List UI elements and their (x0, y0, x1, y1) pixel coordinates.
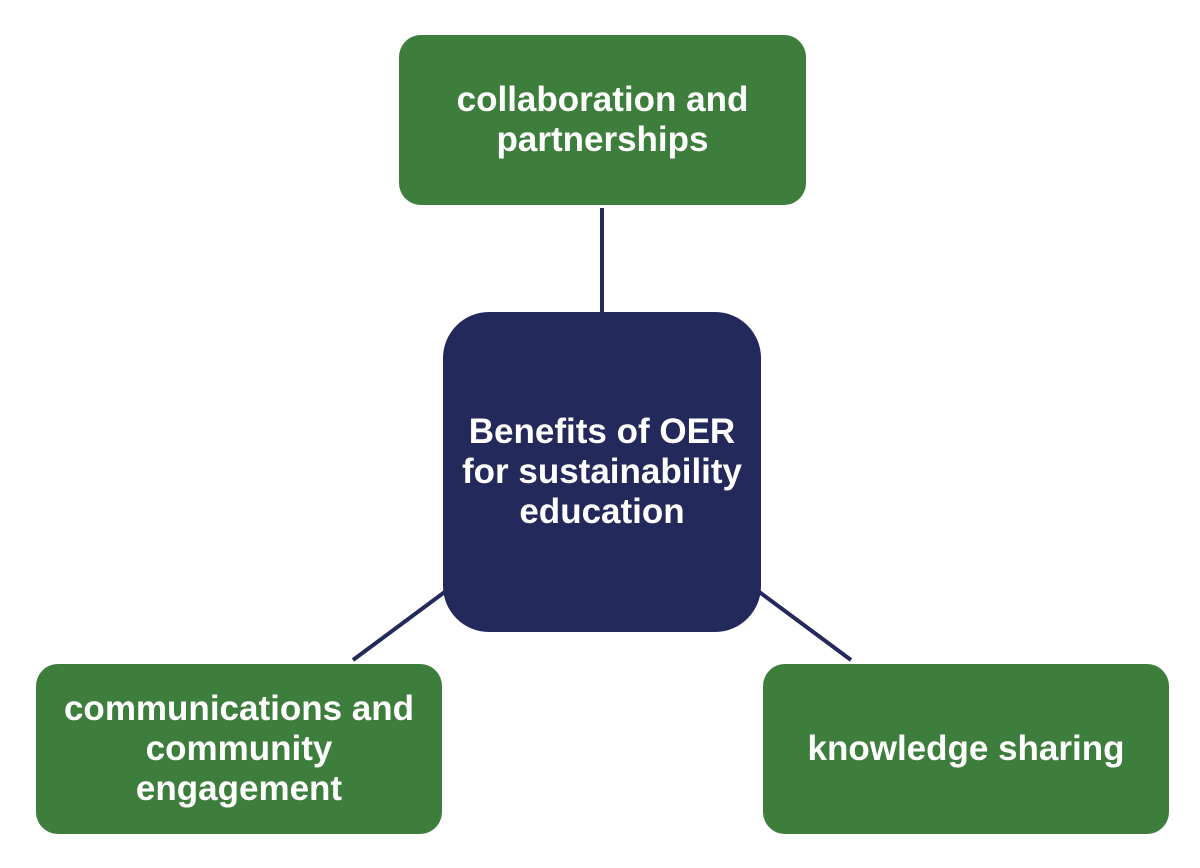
central-node: Benefits of OER for sustainability educa… (443, 312, 761, 632)
node-label-left: communications and community engagement (63, 689, 415, 808)
connector-right (756, 589, 853, 662)
node-collaboration-and-partnerships: collaboration and partnerships (399, 35, 806, 205)
node-label-right: knowledge sharing (807, 729, 1125, 768)
node-knowledge-sharing: knowledge sharing (763, 664, 1169, 834)
node-communications-and-community-engagement: communications and community engagement (36, 664, 442, 834)
node-label-top: collaboration and partnerships (456, 80, 749, 159)
central-node-label: Benefits of OER for sustainability educa… (461, 412, 743, 531)
connector-left (351, 589, 448, 662)
